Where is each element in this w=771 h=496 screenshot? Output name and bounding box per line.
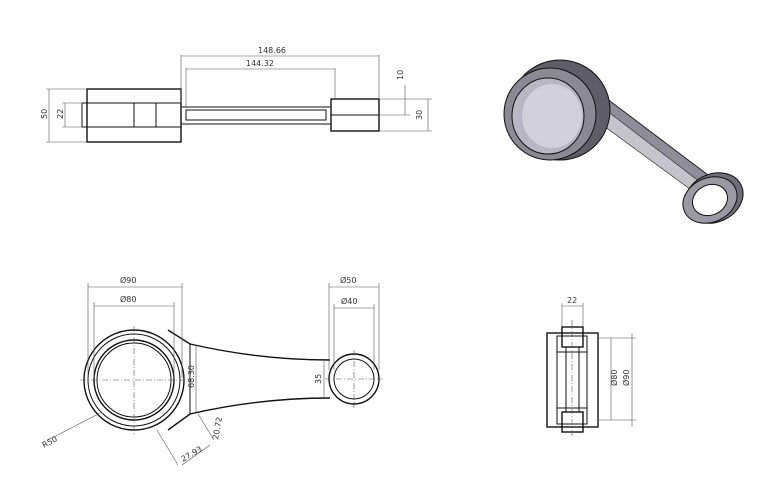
dim-big-bore-outer: Ø90 — [120, 275, 136, 285]
dim-neck-width: 35 — [314, 374, 323, 384]
top-view: 148.66 144.32 50 22 10 30 — [40, 46, 432, 143]
dim-big-end-width: 50 — [40, 109, 49, 119]
dim-line-chamfer-b — [197, 413, 215, 441]
front-shank-lower-edge — [167, 397, 331, 431]
dim-chamfer-a: 27.93 — [180, 444, 204, 463]
dim-line-chamfer-a — [181, 444, 211, 466]
dim-center-length: 144.32 — [246, 59, 274, 68]
dim-big-end-inner: 22 — [56, 109, 65, 119]
dim-chamfer-b: 20.72 — [211, 416, 224, 440]
dim-small-end-width: 30 — [415, 110, 424, 120]
front-view: Ø90 Ø80 Ø50 Ø40 68.30 35 R50 27.93 20.72 — [41, 275, 383, 466]
dim-line-radius — [47, 412, 101, 441]
dim-big-bore-inner: Ø80 — [120, 294, 136, 304]
dim-small-bore-inner: Ø40 — [341, 296, 357, 306]
dim-fillet-radius: R50 — [41, 434, 59, 449]
side-web — [565, 346, 580, 413]
dim-overall-length: 148.66 — [258, 46, 286, 55]
front-big-end-chamfer — [87, 333, 181, 427]
dim-side-width: 22 — [567, 296, 577, 305]
dim-ext-line — [156, 429, 179, 466]
front-shank-upper-edge — [167, 329, 331, 361]
dim-side-bore-outer: Ø90 — [621, 370, 631, 386]
side-top-bushing — [561, 326, 584, 348]
dim-shank-width: 68.30 — [187, 365, 196, 388]
dim-small-end-offset: 10 — [396, 70, 405, 80]
side-view: 22 Ø80 Ø90 — [546, 296, 636, 436]
dim-side-bore-inner: Ø80 — [609, 370, 619, 386]
side-bottom-bushing — [561, 411, 584, 433]
dim-small-bore-outer: Ø50 — [340, 275, 356, 285]
top-big-end-cap — [81, 102, 182, 128]
iso-small-end-bore — [691, 183, 729, 217]
iso-big-end-bore-light — [522, 84, 582, 148]
isometric-view — [503, 59, 744, 224]
top-shank-web — [185, 109, 327, 121]
side-outer-body — [546, 332, 599, 428]
